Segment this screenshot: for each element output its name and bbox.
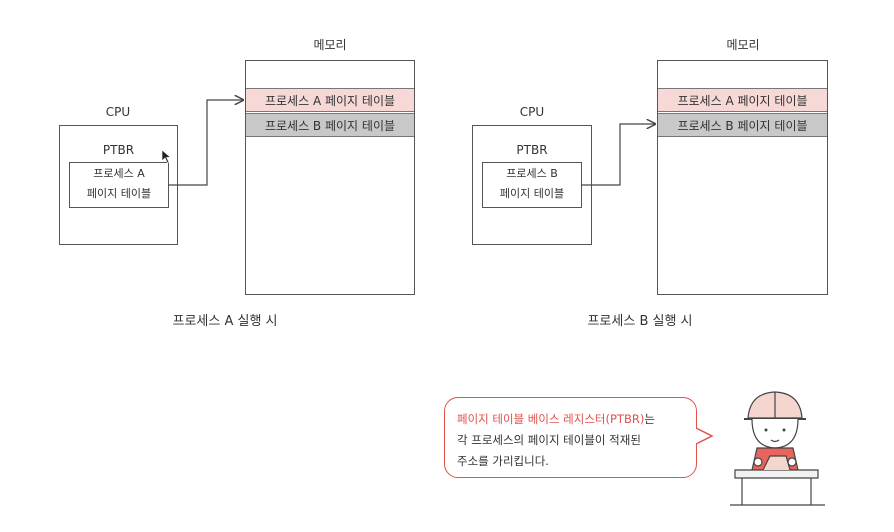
bubble-line1-rest: 는 [644, 412, 655, 426]
bubble-line3: 주소를 가리킵니다. [457, 454, 549, 468]
bubble-highlight: 페이지 테이블 베이스 레지스터(PTBR) [457, 412, 645, 426]
right-arrow [581, 124, 655, 186]
right-cpu-label: CPU [519, 105, 545, 119]
left-memory-label: 메모리 [313, 38, 347, 52]
left-cpu-box: PTBR 프로세스 A 페이지 테이블 [59, 125, 178, 245]
right-ptbr-label: PTBR [516, 143, 548, 157]
bubble-line2: 각 프로세스의 페이지 테이블이 적재된 [457, 433, 641, 447]
right-memory-box: 프로세스 A 페이지 테이블 프로세스 B 페이지 테이블 [657, 60, 828, 295]
left-memory-row-process-a: 프로세스 A 페이지 테이블 [246, 88, 414, 112]
bubble-line1: 페이지 테이블 베이스 레지스터(PTBR)는 [457, 409, 684, 430]
speech-bubble: 페이지 테이블 베이스 레지스터(PTBR)는 각 프로세스의 페이지 테이블이… [444, 397, 697, 478]
right-memory-row-process-b: 프로세스 B 페이지 테이블 [658, 113, 827, 137]
left-ptbr-value-line1: 프로세스 A [93, 167, 145, 180]
right-ptbr-register: 프로세스 B 페이지 테이블 [482, 162, 582, 208]
left-cpu-label: CPU [105, 105, 131, 119]
left-caption: 프로세스 A 실행 시 [172, 314, 278, 329]
right-ptbr-value-line2: 페이지 테이블 [499, 187, 565, 200]
right-memory-label: 메모리 [726, 38, 760, 52]
left-arrow [168, 100, 243, 186]
left-ptbr-value-line2: 페이지 테이블 [86, 187, 152, 200]
right-ptbr-value-line1: 프로세스 B [506, 167, 558, 180]
left-memory-box: 프로세스 A 페이지 테이블 프로세스 B 페이지 테이블 [245, 60, 415, 295]
left-memory-row-process-b: 프로세스 B 페이지 테이블 [246, 113, 414, 137]
worker-character-icon [730, 391, 825, 506]
left-ptbr-register: 프로세스 A 페이지 테이블 [69, 162, 169, 208]
left-ptbr-label: PTBR [102, 143, 135, 157]
right-caption: 프로세스 B 실행 시 [587, 314, 693, 329]
right-cpu-box: PTBR 프로세스 B 페이지 테이블 [472, 125, 592, 245]
right-memory-row-process-a: 프로세스 A 페이지 테이블 [658, 88, 827, 112]
